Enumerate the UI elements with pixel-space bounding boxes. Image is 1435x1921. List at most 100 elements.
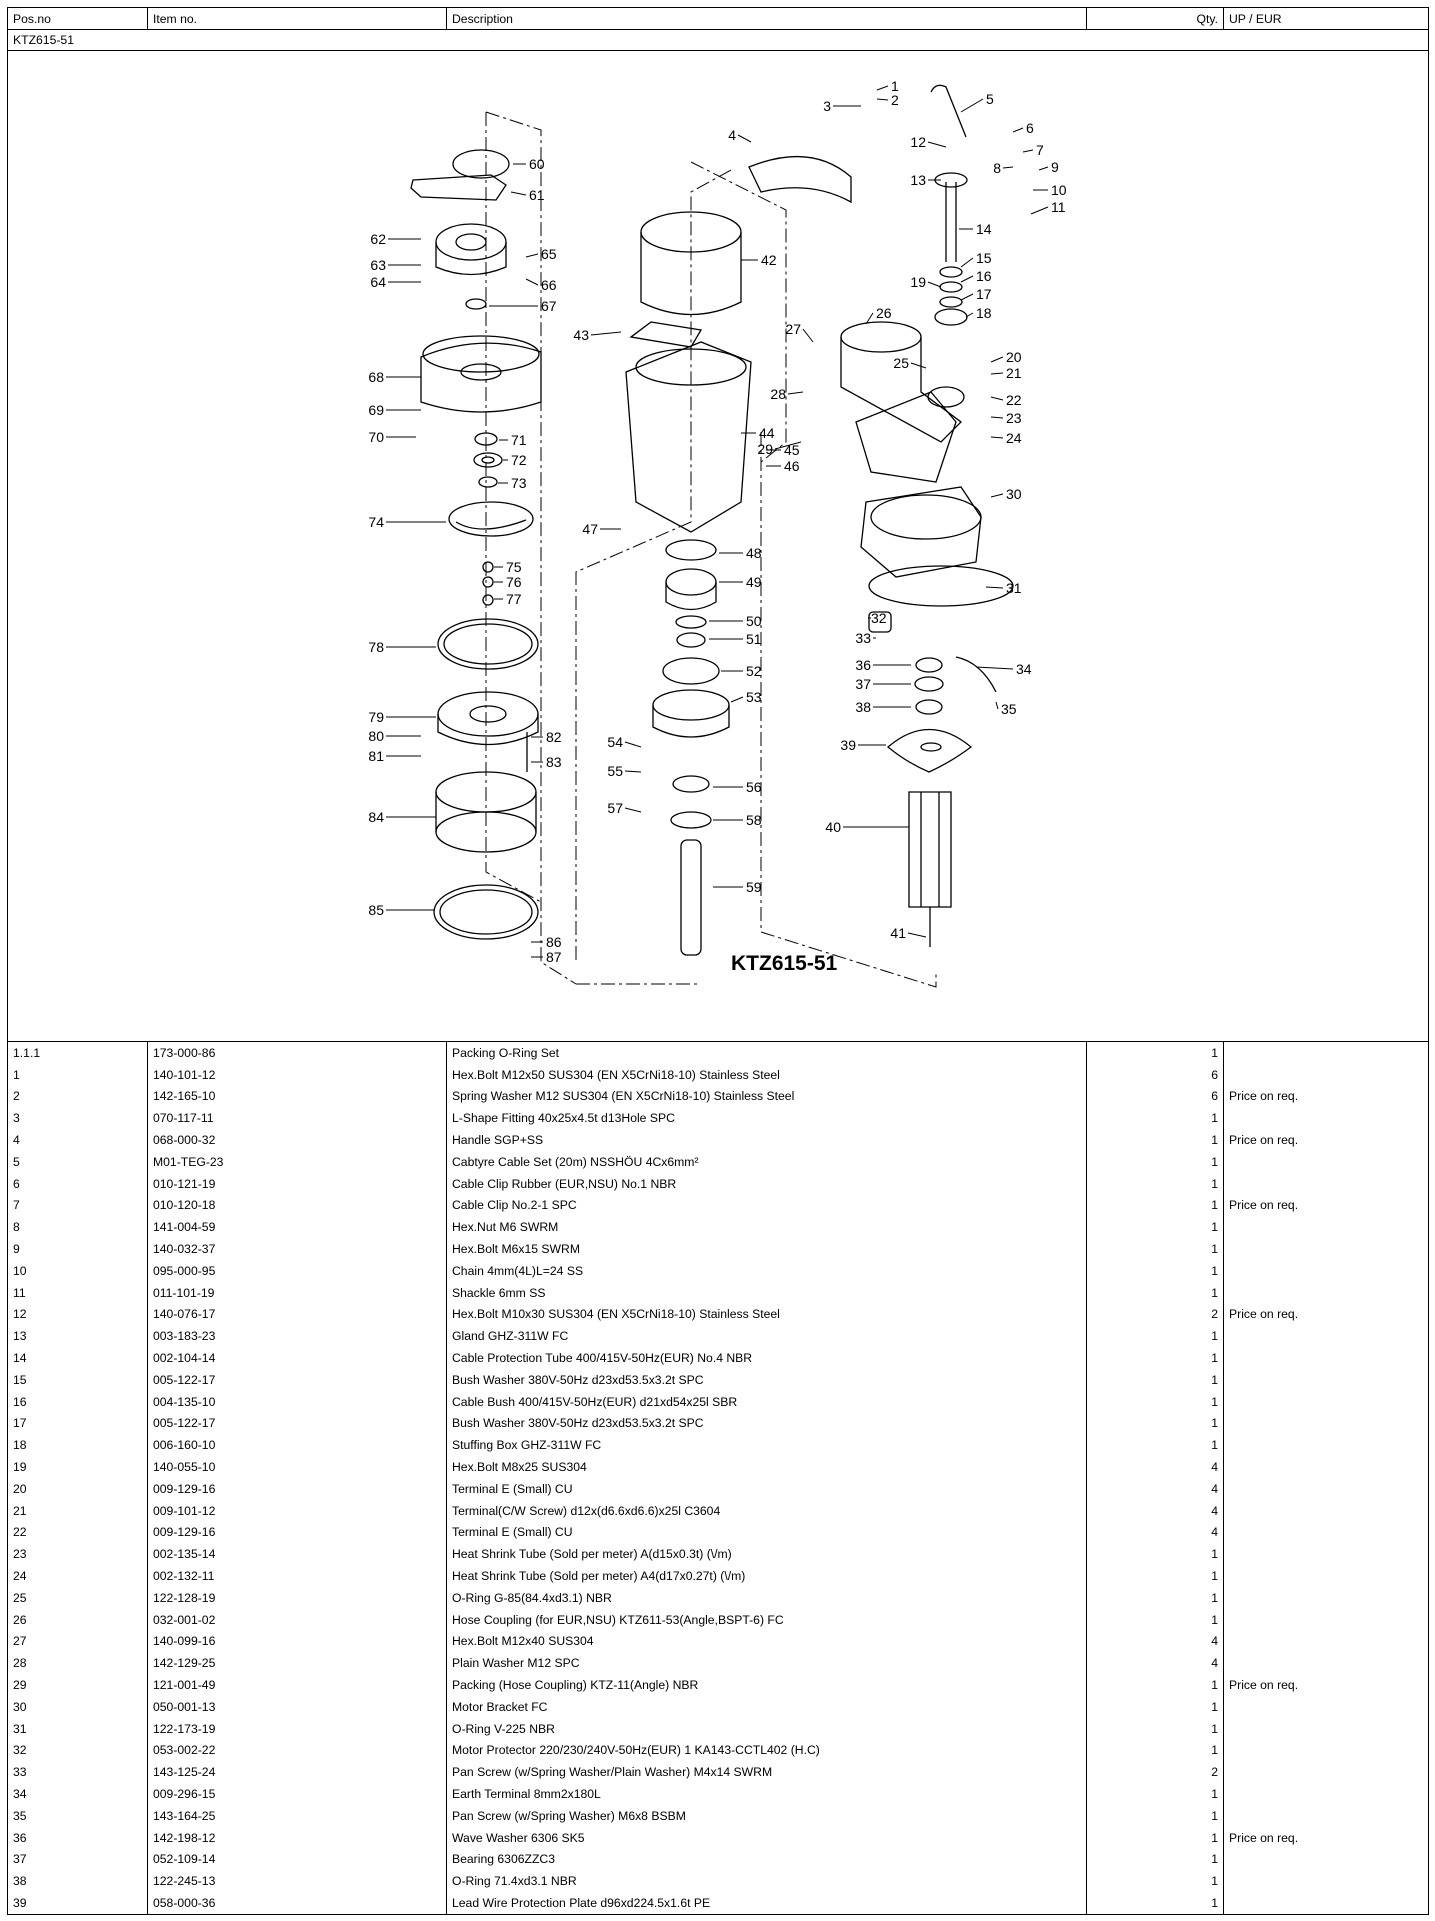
qty-cell: 1 — [1086, 1194, 1224, 1217]
callout-67: 67 — [541, 298, 557, 314]
qty-cell: 1 — [1086, 1150, 1224, 1173]
description-cell: O-Ring V-225 NBR — [446, 1717, 1087, 1740]
item-no-cell: 068-000-32 — [147, 1129, 447, 1151]
qty-cell: 1 — [1086, 1870, 1224, 1893]
qty-cell: 4 — [1086, 1456, 1224, 1478]
item-no-cell: 121-001-49 — [147, 1674, 447, 1696]
callout-63: 63 — [370, 257, 386, 273]
pos-cell: 12 — [7, 1303, 148, 1326]
callout-74: 74 — [368, 514, 384, 530]
callout-10: 10 — [1051, 182, 1067, 198]
leader-line-23 — [990, 416, 1004, 419]
callout-36: 36 — [855, 657, 871, 673]
description-cell: Hex.Bolt M8x25 SUS304 — [446, 1456, 1087, 1478]
price-cell — [1223, 1107, 1429, 1130]
pos-cell: 32 — [7, 1739, 148, 1762]
item-no-cell: 142-198-12 — [147, 1826, 447, 1849]
item-no-cell: 010-120-18 — [147, 1194, 447, 1217]
item-no-cell: 143-125-24 — [147, 1761, 447, 1784]
callout-45: 45 — [784, 442, 800, 458]
item-no-cell: 140-032-37 — [147, 1238, 447, 1260]
callout-47: 47 — [582, 521, 598, 537]
item-no-cell: 009-129-16 — [147, 1521, 447, 1544]
pos-cell: 33 — [7, 1761, 148, 1784]
item-no-cell: 005-122-17 — [147, 1412, 447, 1435]
callout-53: 53 — [746, 689, 762, 705]
price-cell — [1223, 1347, 1429, 1369]
callout-61: 61 — [529, 187, 545, 203]
item-no-cell: 142-165-10 — [147, 1085, 447, 1108]
leader-line-57 — [624, 807, 642, 813]
pos-cell: 29 — [7, 1674, 148, 1696]
leader-line-17 — [960, 293, 974, 301]
callout-58: 58 — [746, 812, 762, 828]
qty-cell: 1 — [1086, 1783, 1224, 1805]
price-cell — [1223, 1434, 1429, 1457]
pos-cell: 21 — [7, 1499, 148, 1522]
description-cell: Cable Clip No.2-1 SPC — [446, 1194, 1087, 1217]
callout-38: 38 — [855, 699, 871, 715]
qty-cell: 1 — [1086, 1216, 1224, 1239]
leader-line-22 — [990, 396, 1004, 401]
leader-line-61 — [510, 191, 527, 196]
qty-cell: 2 — [1086, 1761, 1224, 1784]
item-no-cell: 143-164-25 — [147, 1804, 447, 1827]
callout-28: 28 — [770, 386, 786, 402]
description-cell: Hex.Bolt M12x50 SUS304 (EN X5CrNi18-10) … — [446, 1063, 1087, 1086]
price-cell — [1223, 1238, 1429, 1260]
item-no-cell: 009-101-12 — [147, 1499, 447, 1522]
item-no-cell: 032-001-02 — [147, 1608, 447, 1631]
price-cell — [1223, 1804, 1429, 1827]
callout-9: 9 — [1051, 159, 1059, 175]
pos-cell: 31 — [7, 1717, 148, 1740]
qty-cell: 1 — [1086, 1347, 1224, 1369]
callout-72: 72 — [511, 452, 527, 468]
qty-cell: 6 — [1086, 1085, 1224, 1108]
qty-cell: 1 — [1086, 1565, 1224, 1587]
qty-cell: 1 — [1086, 1586, 1224, 1609]
callout-37: 37 — [855, 676, 871, 692]
leader-line-30 — [990, 493, 1004, 498]
qty-cell: 1 — [1086, 1739, 1224, 1762]
price-cell — [1223, 1892, 1429, 1915]
description-cell: Pan Screw (w/Spring Washer) M6x8 BSBM — [446, 1804, 1087, 1827]
price-cell — [1223, 1870, 1429, 1893]
description-cell: Terminal(C/W Screw) d12x(d6.6xd6.6)x25l … — [446, 1499, 1087, 1522]
qty-cell: 4 — [1086, 1521, 1224, 1544]
price-cell: Price on req. — [1223, 1826, 1429, 1849]
description-cell: Spring Washer M12 SUS304 (EN X5CrNi18-10… — [446, 1085, 1087, 1108]
callout-87: 87 — [546, 949, 562, 965]
item-no-cell: 173-000-86 — [147, 1041, 447, 1064]
price-cell — [1223, 1739, 1429, 1762]
callout-12: 12 — [910, 134, 926, 150]
qty-cell: 1 — [1086, 1281, 1224, 1304]
pos-cell: 10 — [7, 1259, 148, 1282]
callout-76: 76 — [506, 574, 522, 590]
leader-line-41 — [907, 932, 927, 938]
description-cell: Terminal E (Small) CU — [446, 1521, 1087, 1544]
pos-cell: 38 — [7, 1870, 148, 1893]
description-cell: Earth Terminal 8mm2x180L — [446, 1783, 1087, 1805]
pos-cell: 34 — [7, 1783, 148, 1805]
callout-18: 18 — [976, 305, 992, 321]
callout-13: 13 — [910, 172, 926, 188]
pos-cell: 22 — [7, 1521, 148, 1544]
qty-cell: 1 — [1086, 1608, 1224, 1631]
price-cell — [1223, 1368, 1429, 1391]
callout-24: 24 — [1006, 430, 1022, 446]
qty-cell: 1 — [1086, 1695, 1224, 1718]
pos-cell: 8 — [7, 1216, 148, 1239]
callout-22: 22 — [1006, 392, 1022, 408]
callout-30: 30 — [1006, 486, 1022, 502]
item-no-cell: 009-129-16 — [147, 1477, 447, 1500]
exploded-parts-diagram: 1234567891011121314151617181920212223242… — [368, 78, 1067, 988]
callout-73: 73 — [511, 475, 527, 491]
price-cell — [1223, 1586, 1429, 1609]
item-no-cell: 002-104-14 — [147, 1347, 447, 1369]
